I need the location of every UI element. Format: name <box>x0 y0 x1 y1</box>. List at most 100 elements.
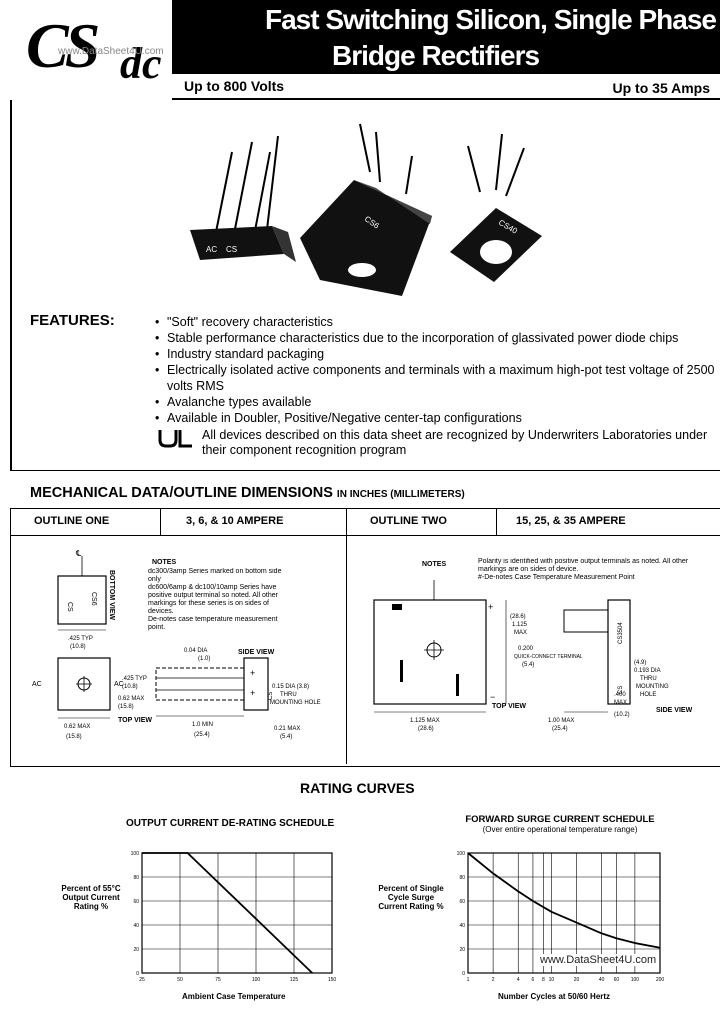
terminal <box>456 674 459 696</box>
outline-one-ratings: 3, 6, & 10 AMPERE <box>186 515 284 527</box>
photo-label-ac: AC <box>206 245 217 254</box>
dim-max: MAX <box>514 630 527 636</box>
side-leads <box>155 667 245 701</box>
dim-108: (10.8) <box>70 644 86 650</box>
terminal <box>392 604 402 610</box>
outline-two-label: OUTLINE TWO <box>370 515 447 527</box>
feature-item: Industry standard packaging <box>155 346 715 362</box>
series-line <box>142 852 313 974</box>
dim-thru: THRU <box>280 692 297 698</box>
chart-2-title: FORWARD SURGE CURRENT SCHEDULE <box>465 814 655 825</box>
outline-two-drawing: NOTES Polarity is identified with positi… <box>373 558 693 732</box>
minus-terminal: − <box>490 692 495 702</box>
plus-terminal: + <box>250 668 255 678</box>
watermark-top: www.DataSheet4U.com <box>58 46 164 57</box>
dim-158-b: (15.8) <box>118 704 134 710</box>
dim-mounting-hole: MOUNTING HOLE <box>270 700 321 706</box>
photo-label-cs: CS <box>226 245 237 254</box>
page-title-line1: Fast Switching Silicon, Single Phase <box>265 4 717 35</box>
feature-item: Available in Doubler, Positive/Negative … <box>155 410 715 426</box>
package-diamond-photo: CS40 <box>450 133 542 282</box>
dim-0200: 0.200 <box>518 646 534 652</box>
dim-286-b: (28.6) <box>418 726 434 732</box>
bottom-label-cs: CS <box>66 602 73 612</box>
dim-54: (5.4) <box>280 734 292 740</box>
y-tick-label: 20 <box>133 947 139 953</box>
top-view-label: TOP VIEW <box>118 717 152 724</box>
dim-021-max: 0.21 MAX <box>274 726 300 732</box>
dim-1125: 1.125 <box>512 622 528 628</box>
left-border <box>10 508 11 766</box>
chart-2-title-block: FORWARD SURGE CURRENT SCHEDULE (Over ent… <box>440 815 680 835</box>
y-tick-label: 100 <box>131 851 140 857</box>
side-view-label: SIDE VIEW <box>656 707 693 714</box>
side-label-cs3504: CS3504 <box>618 622 624 644</box>
quick-connect-terminal <box>563 609 609 633</box>
dim-015-dia: 0.15 DIA (3.8) <box>272 684 309 690</box>
note-3: De-notes case temperature measurement po… <box>148 616 278 631</box>
top-view-label: TOP VIEW <box>492 703 526 710</box>
y-tick-label: 80 <box>133 875 139 881</box>
rating-curves-heading: RATING CURVES <box>300 780 415 796</box>
series-line <box>467 852 661 949</box>
terminal <box>400 660 403 682</box>
dim-158: (15.8) <box>66 734 82 740</box>
notes-title: NOTES <box>152 559 176 566</box>
side-label-dc: CS <box>618 686 624 694</box>
y-tick-label: 100 <box>457 851 466 857</box>
x-tick-label: 100 <box>631 977 640 983</box>
plot-frame <box>141 852 333 974</box>
note-2: #-De-notes Case Temperature Measurement … <box>478 574 635 581</box>
dim-thru: THRU <box>640 676 657 682</box>
notes-block: Polarity is identified with positive out… <box>478 558 689 581</box>
dim-108-b: (10.8) <box>122 684 138 690</box>
note-1: dc300/3amp Series marked on bottom side … <box>148 568 282 583</box>
page-title-line2: Bridge Rectifiers <box>332 40 540 71</box>
dim-54: (5.4) <box>522 662 534 668</box>
y-tick-label: 0 <box>136 971 139 977</box>
title-band: Fast Switching Silicon, Single Phase Bri… <box>172 0 720 74</box>
mechanical-heading-units: IN INCHES (MILLIMETERS) <box>336 489 465 500</box>
chart-2-ylabel: Percent of Single Cycle Surge Current Ra… <box>378 884 444 911</box>
dim-286: (28.6) <box>510 614 526 620</box>
ac-label-right: AC <box>114 681 124 688</box>
column-separator <box>346 509 347 535</box>
mechanical-heading: MECHANICAL DATA/OUTLINE DIMENSIONS IN IN… <box>30 485 465 501</box>
feature-item: Electrically isolated active components … <box>155 362 715 394</box>
dim-10-min: 1.0 MIN <box>192 722 213 728</box>
note-2: dc600/6amp & dc100/10amp Series have pos… <box>148 584 278 615</box>
dim-qc-term: QUICK-CONNECT TERMINAL <box>514 654 583 660</box>
package-square-photo: CS6 <box>300 123 432 296</box>
dim-102: (10.2) <box>614 712 630 718</box>
dim-10: (1.0) <box>198 656 210 662</box>
logo: CS dc www.DataSheet4U.com <box>20 8 168 98</box>
bottom-label-dc: CS6 <box>90 592 97 606</box>
chart-2-subtitle: (Over entire operational temperature ran… <box>482 825 638 834</box>
side-view-body <box>243 657 269 711</box>
divider <box>10 766 720 767</box>
dim-400: .400 <box>614 692 626 698</box>
outline-header-row: OUTLINE ONE 3, 6, & 10 AMPERE OUTLINE TW… <box>10 508 720 536</box>
notes-block: dc300/3amp Series marked on bottom side … <box>148 568 282 631</box>
feature-item: Stable performance characteristics due t… <box>155 330 715 346</box>
y-tick-label: 40 <box>459 923 465 929</box>
outline-two-ratings: 15, 25, & 35 AMPERE <box>516 515 626 527</box>
x-tick-label: 50 <box>177 977 183 983</box>
y-tick-label: 80 <box>459 875 465 881</box>
watermark-bottom: www.DataSheet4U.com <box>540 954 657 966</box>
dim-max2: MAX <box>614 700 627 706</box>
x-tick-label: 20 <box>574 977 580 983</box>
dim-0193-dia: 0.193 DIA <box>634 668 661 674</box>
x-tick-label: 60 <box>614 977 620 983</box>
top-view-body <box>373 599 487 705</box>
ul-note: All devices described on this data sheet… <box>202 428 708 457</box>
dim-004-dia: 0.04 DIA <box>184 648 207 654</box>
chart-1-ylabel: Percent of 55°C Output Current Rating % <box>61 884 121 911</box>
column-separator <box>496 509 497 535</box>
top-view-body <box>57 657 111 711</box>
voltage-rating: Up to 800 Volts <box>184 78 285 94</box>
header-rule <box>172 98 720 100</box>
note-1: Polarity is identified with positive out… <box>478 558 689 573</box>
